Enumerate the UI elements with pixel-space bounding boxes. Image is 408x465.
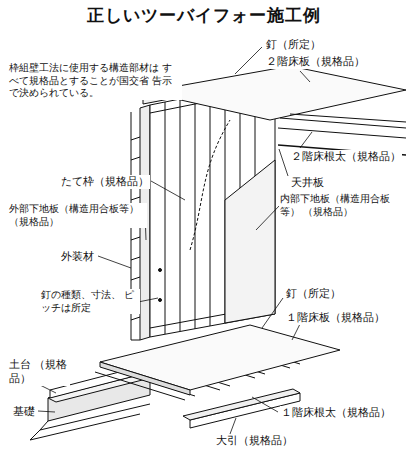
part-label: ２階床板（規格品） [265,55,366,69]
drawing-stroke [138,298,158,302]
drawing-stroke [235,47,262,74]
drawing-stroke [230,418,236,434]
drawing-stroke [151,181,185,200]
part-label: 釘（所定） [285,287,342,301]
drawing-stroke [300,71,310,82]
part-label: 釘の種類、寸法、 ピッチは所定 [40,289,140,314]
ground-steps [30,404,150,440]
drawing-stroke [256,205,280,230]
part-label: 外部下地板（構造用合板等） （規格品） [8,203,147,228]
first-floor-board [100,325,340,390]
drawing-stroke [262,298,283,328]
drawing-stroke [38,411,55,412]
drawing-stroke [252,397,278,412]
drawing [30,47,406,440]
part-label: 大引（規格品） [215,434,294,448]
plates [150,88,275,328]
interior-sheathing [225,160,275,323]
wire [190,120,230,250]
second-floor-joists [278,114,406,138]
drawing-stroke [300,132,312,148]
floor-edge [100,362,190,395]
leader-lines [38,47,312,434]
part-label: 基礎 [12,405,36,419]
part-label: たて枠（規格品） [60,175,150,189]
part-label: １階床板（規格品） [285,311,386,325]
part-label: 土台 （規格品） [8,358,70,386]
part-label: 釘（所定） [265,38,322,52]
drawing-stroke [98,256,131,268]
part-label: 天井板 [290,176,325,190]
title: 正しいツーバイフォー施工例 [0,4,408,27]
part-label: １階床根太（規格品） [280,406,392,420]
note-text: 枠組壁工法に使用する構造部材は すべて規格品とすることが国交省 告示で決められて… [8,62,182,100]
wall-frame [150,80,275,337]
nail [159,269,162,272]
drawing-stroke [279,149,288,176]
nail [159,299,162,302]
part-label: 内部下地板（構造用合板等） （規格品） [279,193,405,218]
part-label: 外装材 [60,250,95,264]
drawing-stroke [292,324,300,340]
part-label: ２階床根太（規格品） [290,150,402,164]
second-floor-board [145,66,406,120]
